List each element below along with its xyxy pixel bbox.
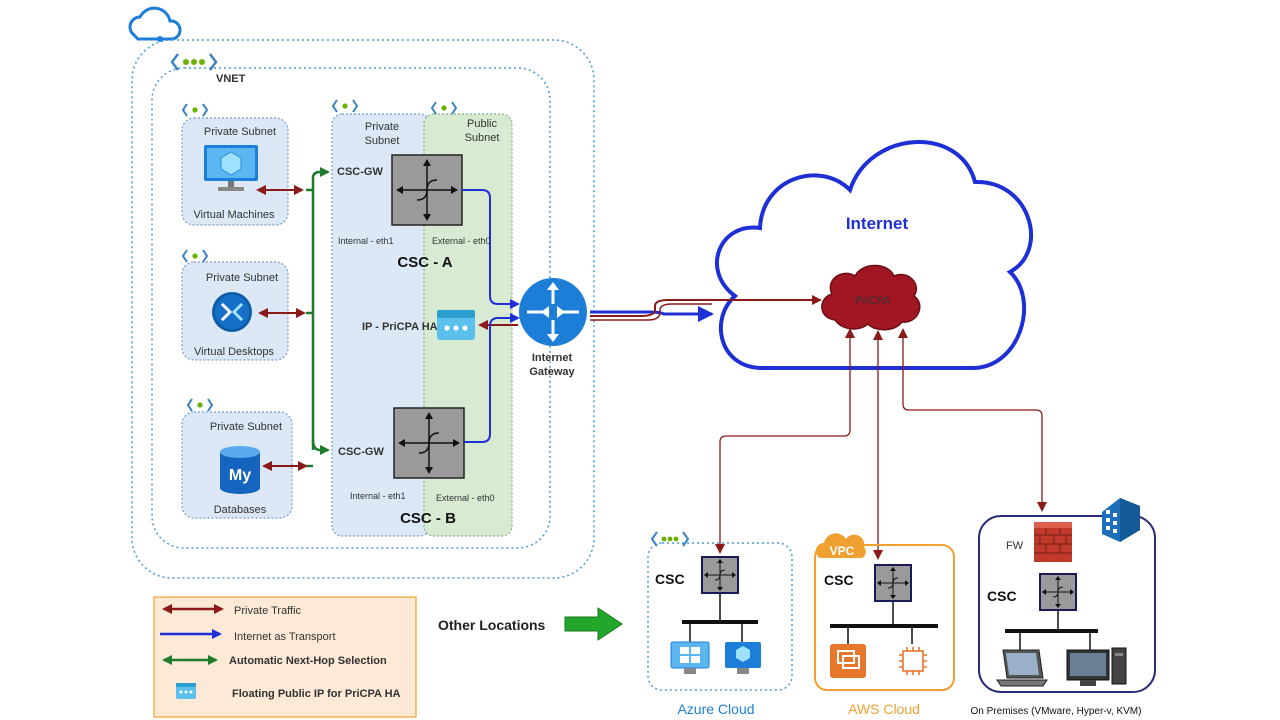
onprem-csc-label: CSC — [987, 588, 1017, 604]
firewall-icon — [1034, 522, 1072, 562]
floating-ip-label: IP - PriCPA HA — [362, 321, 438, 333]
inner-private-subnet-label-2: Subnet — [365, 135, 400, 147]
csc-b-gw-label: CSC-GW — [338, 446, 384, 458]
csc-a-router-icon — [391, 154, 463, 226]
other-locations-label: Other Locations — [438, 617, 546, 633]
onprem-caption: On Premises (VMware, Hyper-v, KVM) — [971, 706, 1142, 717]
vnet-label: VNET — [216, 73, 246, 85]
azure-cloud-icon — [128, 6, 182, 42]
private-subnet-desktops: Private Subnet Virtual Desktops — [181, 249, 289, 361]
gateway-to-internet — [590, 295, 822, 322]
subnet-caption: Virtual Desktops — [194, 346, 274, 358]
pricpa-cloud — [821, 264, 921, 331]
gateway-label-2: Gateway — [529, 366, 575, 378]
internet-gateway-icon — [519, 278, 587, 346]
next-hop-connections — [306, 167, 330, 468]
csc-b-router-icon — [393, 407, 465, 479]
floating-ip-icon — [437, 310, 475, 340]
azure-region-boundary — [131, 39, 595, 579]
aws-cloud-location: VPC CSC AWS Cloud — [814, 533, 955, 717]
on-prem-location: FW CSC On Premise — [971, 498, 1156, 717]
subnet-title: Private Subnet — [210, 421, 282, 433]
internet-cloud — [715, 139, 1034, 371]
aws-csc-router-icon — [874, 564, 912, 602]
internet-label: Internet — [846, 214, 909, 233]
legend-label-floating-ip: Floating Public IP for PriCPA HA — [232, 688, 401, 700]
csc-a-external-label: External - eth0 — [432, 236, 491, 246]
csc-b-name: CSC - B — [400, 510, 456, 527]
vnet-icon — [650, 531, 690, 547]
legend-floating-ip-icon — [176, 683, 196, 699]
chip-icon — [899, 647, 927, 675]
pricpa-location-links — [715, 328, 1047, 560]
virtual-machine-icon — [204, 145, 258, 191]
virtual-machine-icon — [725, 642, 761, 674]
gateway-label-1: Internet — [532, 352, 573, 364]
aws-cloud-caption: AWS Cloud — [848, 701, 920, 717]
private-subnet-databases: Private Subnet My Databases — [181, 398, 293, 519]
subnet-caption: Virtual Machines — [193, 209, 275, 221]
desktop-computer-icon — [1066, 647, 1127, 686]
ec2-instance-icon — [830, 644, 866, 678]
legend: Private Traffic Internet as Transport Au… — [153, 596, 417, 718]
csc-b-external-label: External - eth0 — [436, 493, 495, 503]
laptop-icon — [996, 649, 1048, 687]
onprem-csc-router-icon — [1039, 573, 1077, 611]
mysql-database-icon: My — [220, 446, 260, 494]
csc-a-internal-label: Internal - eth1 — [338, 236, 394, 246]
aws-csc-label: CSC — [824, 572, 854, 588]
private-traffic-links — [256, 185, 518, 471]
vpc-badge: VPC — [815, 533, 866, 558]
fw-label: FW — [1006, 540, 1024, 552]
vnet-boundary — [151, 67, 551, 549]
building-icon — [1102, 498, 1140, 542]
vnet-icon — [170, 53, 218, 71]
svg-text:My: My — [229, 467, 251, 484]
windows-desktop-icon — [670, 641, 710, 674]
inner-private-subnet-label-1: Private — [365, 121, 399, 133]
subnet-icon — [182, 249, 208, 263]
subnet-icon — [182, 103, 208, 117]
legend-label-internet: Internet as Transport — [234, 631, 336, 643]
private-subnet-vms: Private Subnet Virtual Machines — [181, 103, 289, 226]
subnet-title: Private Subnet — [206, 272, 278, 284]
csc-a-name: CSC - A — [397, 254, 452, 271]
internet-transport-links — [462, 189, 520, 443]
azure-cloud-location: CSC Azure Cloud — [647, 531, 793, 717]
azure-csc-router-icon — [701, 556, 739, 594]
legend-label-private: Private Traffic — [234, 605, 302, 617]
pricpa-label: PriCPA — [855, 295, 891, 307]
other-locations-arrow — [564, 607, 623, 641]
azure-cloud-caption: Azure Cloud — [677, 701, 754, 717]
inner-public-subnet-label-2: Subnet — [465, 132, 500, 144]
csc-b-internal-label: Internal - eth1 — [350, 491, 406, 501]
legend-label-nexthop: Automatic Next-Hop Selection — [229, 655, 387, 667]
csc-a-gw-label: CSC-GW — [337, 166, 383, 178]
subnet-caption: Databases — [214, 504, 267, 516]
azure-csc-label: CSC — [655, 571, 685, 587]
subnet-icon — [431, 101, 457, 115]
vpc-badge-label: VPC — [830, 544, 855, 558]
inner-public-subnet-label-1: Public — [467, 118, 497, 130]
subnet-icon — [187, 398, 213, 412]
subnet-icon — [332, 99, 358, 113]
subnet-title: Private Subnet — [204, 126, 276, 138]
remote-desktop-icon — [212, 292, 252, 332]
